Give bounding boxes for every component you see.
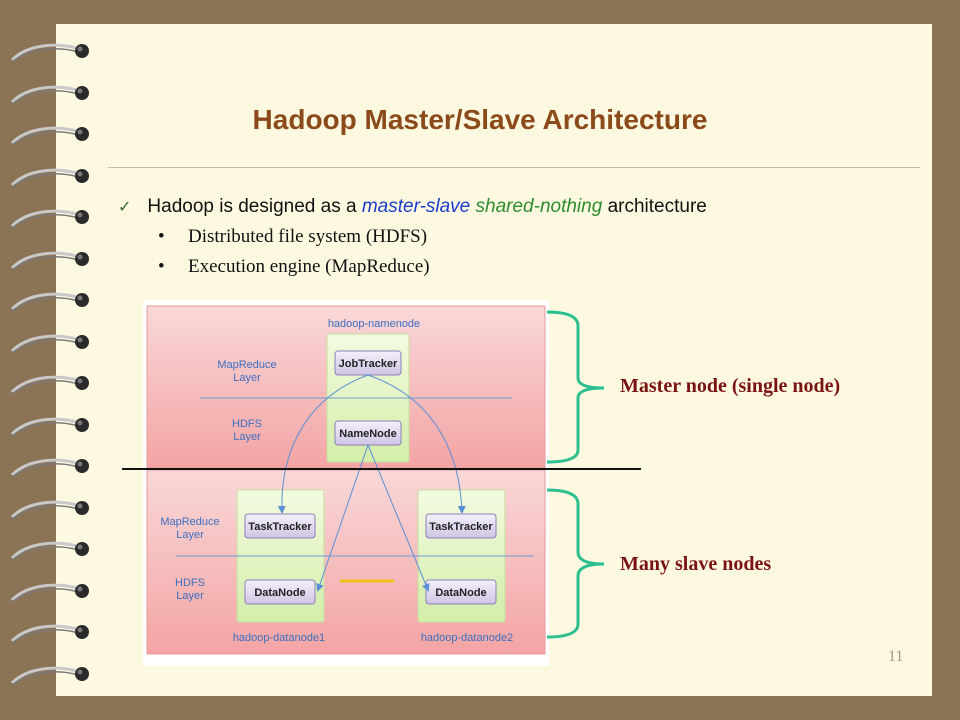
binding-ring-icon [10, 500, 89, 520]
term-master-slave: master-slave [361, 196, 471, 217]
sub-bullet-mapreduce: • Execution engine (MapReduce) [158, 256, 430, 278]
datanode2-label: DataNode [435, 587, 486, 599]
title-divider [108, 167, 920, 168]
slave-brace [546, 488, 605, 639]
binding-ring-icon [10, 417, 89, 437]
tasktracker1-label: TaskTracker [248, 521, 312, 533]
term-shared-nothing: shared-nothing [475, 196, 603, 217]
binding-ring-icon [10, 209, 89, 229]
layer-label-line1: MapReduce [217, 359, 276, 371]
slave-nodes-annotation: Many slave nodes [620, 553, 772, 575]
layer-label-line2: Layer [233, 431, 261, 443]
binding-ring-icon [10, 43, 89, 63]
tasktracker2-label: TaskTracker [429, 521, 493, 533]
bullet-dot-icon: • [158, 226, 165, 247]
binding-ring-icon [10, 624, 89, 644]
page-number: 11 [888, 648, 904, 665]
layer-label-line1: HDFS [175, 577, 205, 589]
sub-bullet-label: Distributed file system (HDFS) [188, 226, 428, 247]
master-brace [546, 310, 605, 464]
binding-ring-icon [10, 583, 89, 603]
arrow-jobtracker-to-tasktracker1 [277, 374, 369, 514]
tasktracker1-box [244, 513, 316, 539]
layer-label-line2: Layer [176, 590, 204, 602]
bullet-prefix: Hadoop is designed as a [147, 196, 357, 217]
slide-title: Hadoop Master/Slave Architecture [252, 104, 708, 135]
namenode-host-label: hadoop-namenode [328, 318, 420, 330]
arrow-jobtracker-to-tasktracker2 [367, 374, 466, 514]
binding-ring-icon [10, 541, 89, 561]
binding-ring-icon [10, 168, 89, 188]
layer-label-line1: MapReduce [160, 516, 219, 528]
checkmark-icon: ✓ [118, 199, 132, 216]
binding-ring-icon [10, 292, 89, 312]
layer-label-line2: Layer [233, 372, 261, 384]
master-node-annotation: Master node (single node) [620, 375, 841, 397]
datanode1-label: DataNode [254, 587, 305, 599]
binding-ring-icon [10, 334, 89, 354]
binding-ring-icon [10, 666, 89, 686]
datanode2-box [425, 579, 497, 605]
binding-ring-icon [10, 251, 89, 271]
bullet-suffix: architecture [607, 196, 707, 217]
bullet-dot-icon: • [158, 256, 165, 277]
binding-ring-icon [10, 458, 89, 478]
jobtracker-label: JobTracker [339, 358, 398, 370]
datanode1-host-label: hadoop-datanode1 [233, 632, 325, 644]
layer-label-line2: Layer [176, 529, 204, 541]
binding-ring-icon [10, 375, 89, 395]
tasktracker2-box [425, 513, 497, 539]
namenode-label: NameNode [339, 428, 396, 440]
datanode1-box [244, 579, 316, 605]
binding-ring-icon [10, 85, 89, 105]
main-bullet: ✓ Hadoop is designed as a master-slave sh… [118, 196, 707, 218]
layer-label-line1: HDFS [232, 418, 262, 430]
sub-bullet-hdfs: • Distributed file system (HDFS) [158, 226, 427, 248]
sub-bullet-label: Execution engine (MapReduce) [188, 256, 430, 277]
binding-ring-icon [10, 126, 89, 146]
datanode2-host-label: hadoop-datanode2 [421, 632, 513, 644]
